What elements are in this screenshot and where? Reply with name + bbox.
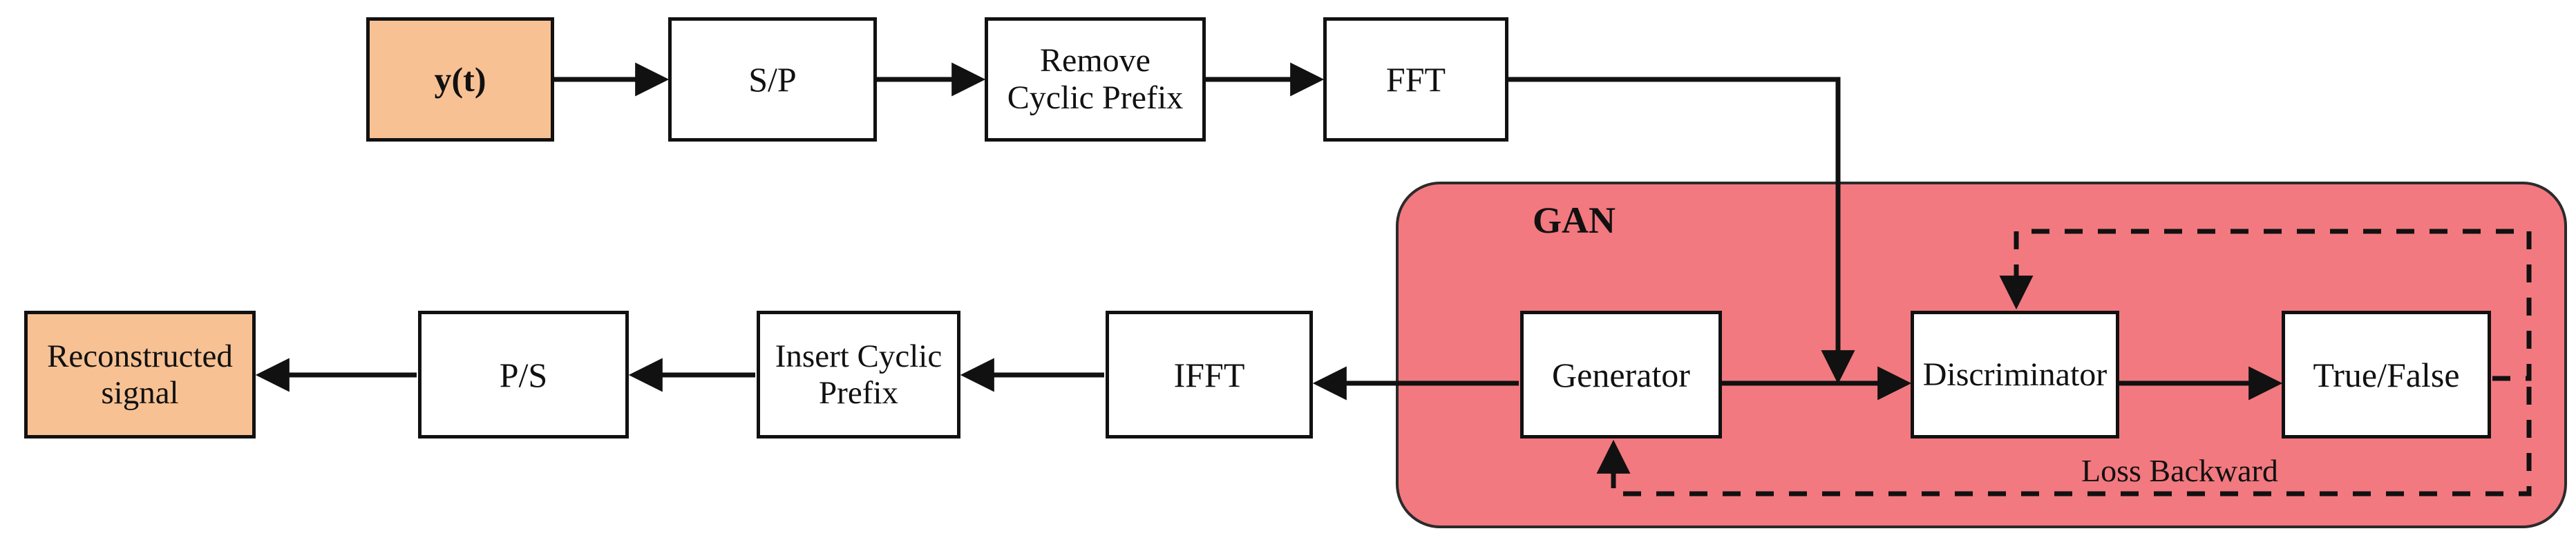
block-sp[interactable]: S/P [668, 17, 877, 142]
block-generator-label: Generator [1552, 355, 1690, 394]
block-reconstructed-signal[interactable]: Reconstructed signal [24, 311, 256, 438]
block-ifft-label: IFFT [1173, 355, 1245, 394]
block-insert-cyclic-prefix-label: Insert Cyclic Prefix [775, 338, 943, 411]
block-remove-cyclic-prefix-label: Remove Cyclic Prefix [1007, 42, 1184, 116]
block-fft[interactable]: FFT [1323, 17, 1508, 142]
block-insert-cyclic-prefix[interactable]: Insert Cyclic Prefix [757, 311, 960, 438]
block-yt-label: y(t) [434, 60, 486, 99]
block-ifft[interactable]: IFFT [1106, 311, 1313, 438]
block-yt[interactable]: y(t) [366, 17, 554, 142]
block-ps[interactable]: P/S [418, 311, 629, 438]
block-fft-label: FFT [1385, 60, 1446, 99]
block-reconstructed-signal-label: Reconstructed signal [47, 338, 233, 411]
block-sp-label: S/P [748, 60, 797, 99]
block-discriminator[interactable]: Discriminator [1911, 311, 2119, 438]
block-remove-cyclic-prefix[interactable]: Remove Cyclic Prefix [985, 17, 1206, 142]
block-ps-label: P/S [499, 355, 548, 394]
block-generator[interactable]: Generator [1520, 311, 1722, 438]
block-discriminator-label: Discriminator [1922, 356, 2108, 393]
block-truefalse[interactable]: True/False [2282, 311, 2491, 438]
block-truefalse-label: True/False [2313, 355, 2460, 394]
gan-title: GAN [1533, 200, 1616, 241]
loss-backward-label: Loss Backward [2081, 453, 2278, 488]
